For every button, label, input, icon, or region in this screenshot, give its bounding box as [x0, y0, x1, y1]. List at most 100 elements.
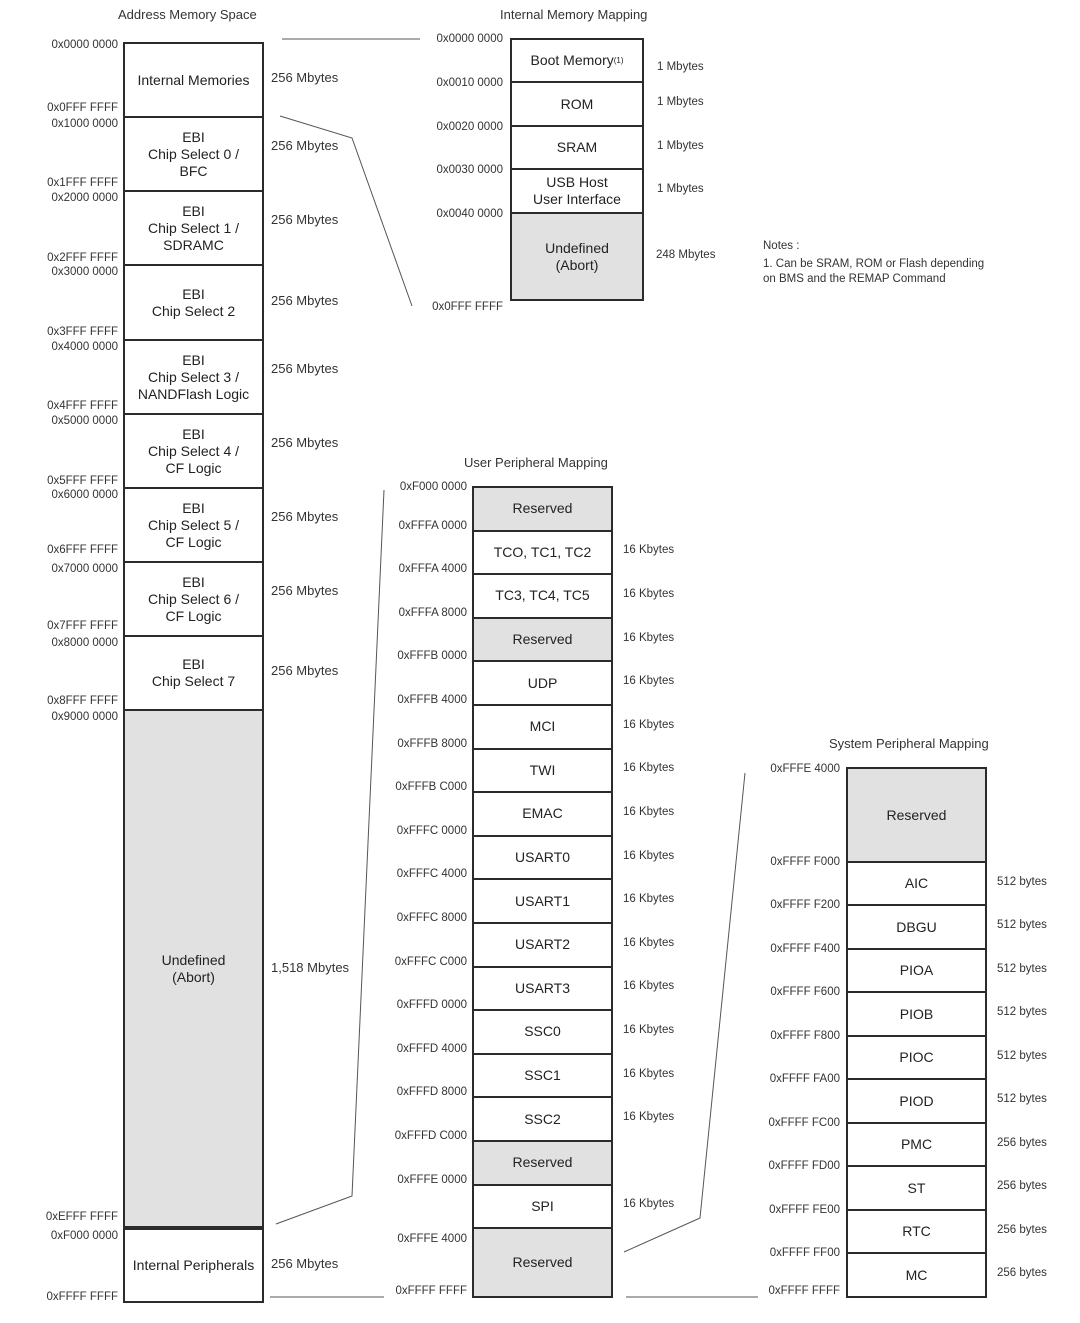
user-peripheral-block: Reserved: [472, 1227, 613, 1298]
address-end-label: 0x5FFF FFFF: [47, 475, 118, 487]
system-peripheral-size: 512 bytes: [997, 875, 1047, 888]
system-peripheral-block: RTC: [846, 1209, 987, 1254]
system-peripheral-start: 0xFFFF F200: [770, 899, 840, 911]
user-peripheral-start: 0xFFFB 4000: [397, 694, 467, 706]
user-peripheral-block: TC3, TC4, TC5: [472, 573, 613, 619]
address-end-label: 0x2FFF FFFF: [47, 252, 118, 264]
user-peripheral-start: 0xFFFD 8000: [396, 1086, 467, 1099]
address-start-label: 0x7000 0000: [51, 563, 118, 575]
address-block: Internal Memories: [123, 42, 264, 118]
address-space-title: Address Memory Space: [118, 7, 257, 22]
address-end-label: 0x1FFF FFFF: [47, 177, 118, 189]
system-peripheral-start: 0xFFFF FE00: [769, 1204, 840, 1216]
system-peripheral-block: MC: [846, 1252, 987, 1298]
user-peripheral-start: 0xFFFB C000: [395, 781, 467, 794]
system-peripheral-size: 512 bytes: [997, 1093, 1047, 1105]
user-peripheral-block: TCO, TC1, TC2: [472, 529, 613, 576]
system-peripheral-size: 256 bytes: [997, 1136, 1047, 1149]
user-peripheral-block: UDP: [472, 660, 613, 706]
note-1: 1. Can be SRAM, ROM or Flash depending o…: [763, 258, 985, 285]
address-start-label: 0xF000 0000: [50, 1230, 118, 1242]
system-peripheral-start: 0xFFFF FC00: [768, 1117, 840, 1129]
address-start-label: 0x9000 0000: [51, 711, 118, 723]
system-peripheral-block: PIOD: [846, 1078, 987, 1124]
user-peripheral-size: 16 Kbytes: [623, 631, 675, 644]
system-peripheral-block: PMC: [846, 1122, 987, 1167]
address-end-label: 0x4FFF FFFF: [47, 400, 118, 412]
address-block: Undefined (Abort): [123, 709, 264, 1230]
system-peripheral-block: Reserved: [846, 767, 987, 863]
user-peripheral-start: 0xFFFD 0000: [396, 999, 467, 1012]
address-block-size: 256 Mbytes: [271, 138, 339, 153]
address-end-label: 0x3FFF FFFF: [47, 326, 118, 338]
address-start-label: 0x3000 0000: [51, 266, 118, 278]
address-block-size: 256 Mbytes: [271, 663, 339, 678]
user-peripheral-start: 0xFFFB 0000: [397, 650, 467, 663]
user-peripheral-block: SSC1: [472, 1052, 613, 1099]
address-block: EBI Chip Select 0 / BFC: [123, 116, 264, 192]
user-peripheral-start: 0xFFFC 8000: [396, 912, 467, 924]
user-peripheral-block: Reserved: [472, 616, 613, 663]
address-block: EBI Chip Select 4 / CF Logic: [123, 413, 264, 489]
user-peripheral-start: 0xFFFA 0000: [398, 519, 467, 532]
address-block: EBI Chip Select 1 / SDRAMC: [123, 190, 264, 266]
system-peripheral-size: 256 bytes: [997, 1180, 1047, 1192]
internal-memory-end: 0x0FFF FFFF: [432, 301, 503, 313]
system-peripheral-start: 0xFFFF FF00: [769, 1247, 840, 1259]
internal-memory-block: Boot Memory(1): [510, 38, 644, 83]
system-peripheral-start: 0xFFFF FD00: [768, 1160, 840, 1172]
user-peripheral-end: 0xFFFF FFFF: [395, 1285, 467, 1297]
address-end-label: 0x8FFF FFFF: [47, 695, 118, 707]
system-peripheral-block: ST: [846, 1165, 987, 1211]
user-peripheral-size: 16 Kbytes: [623, 1198, 675, 1211]
user-peripheral-size: 16 Kbytes: [623, 893, 675, 906]
user-peripheral-size: 16 Kbytes: [623, 849, 675, 862]
address-start-label: 0x8000 0000: [51, 637, 118, 649]
user-peripheral-block: Reserved: [472, 486, 613, 532]
user-peripheral-size: 16 Kbytes: [623, 806, 675, 818]
system-peripheral-size: 256 bytes: [997, 1223, 1047, 1236]
address-block: EBI Chip Select 2: [123, 264, 264, 341]
address-block-size: 256 Mbytes: [271, 583, 339, 598]
internal-memory-block: USB Host User Interface: [510, 168, 644, 214]
system-peripheral-start: 0xFFFF FA00: [769, 1073, 840, 1085]
address-end-label: 0x7FFF FFFF: [47, 620, 118, 632]
system-peripheral-start: 0xFFFF F600: [770, 986, 840, 998]
address-block-size: 256 Mbytes: [271, 1255, 339, 1271]
user-peripheral-start: 0xFFFC 4000: [396, 868, 467, 881]
internal-memory-title: Internal Memory Mapping: [500, 7, 648, 22]
address-space-end: 0xFFFF FFFF: [46, 1291, 118, 1303]
system-peripheral-size: 512 bytes: [997, 919, 1047, 931]
address-block-size: 256 Mbytes: [271, 212, 339, 227]
user-peripheral-size: 16 Kbytes: [623, 980, 675, 993]
system-peripheral-start: 0xFFFF F000: [770, 856, 840, 868]
address-start-label: 0x1000 0000: [51, 118, 118, 130]
address-block-size: 256 Mbytes: [271, 361, 339, 376]
system-peripheral-end: 0xFFFF FFFF: [768, 1285, 840, 1297]
user-peripheral-start: 0xFFFE 0000: [397, 1173, 467, 1186]
address-block: EBI Chip Select 3 / NANDFlash Logic: [123, 339, 264, 415]
address-end-label: 0x0FFF FFFF: [47, 102, 118, 114]
user-peripheral-start: 0xFFFA 4000: [398, 563, 467, 576]
address-start-label: 0x2000 0000: [51, 192, 118, 204]
system-peripheral-block: PIOC: [846, 1035, 987, 1080]
user-peripheral-title: User Peripheral Mapping: [464, 455, 608, 470]
system-peripheral-size: 512 bytes: [997, 1006, 1047, 1018]
internal-memory-size: 1 Mbytes: [657, 183, 704, 195]
user-peripheral-block: USART0: [472, 834, 613, 881]
system-peripheral-block: AIC: [846, 861, 987, 906]
user-peripheral-block: USART1: [472, 878, 613, 924]
internal-memory-size: 1 Mbytes: [657, 96, 704, 108]
user-peripheral-size: 16 Kbytes: [623, 1111, 675, 1124]
system-peripheral-size: 512 bytes: [997, 1049, 1047, 1062]
address-end-label: 0x6FFF FFFF: [47, 544, 118, 556]
user-peripheral-block: TWI: [472, 747, 613, 794]
user-peripheral-start: 0xFFFC C000: [394, 955, 467, 968]
internal-memory-size: 248 Mbytes: [656, 248, 716, 261]
address-block-size: 256 Mbytes: [271, 292, 339, 308]
internal-memory-block: ROM: [510, 81, 644, 127]
internal-memory-size: 1 Mbytes: [657, 139, 704, 152]
user-peripheral-block: USART2: [472, 922, 613, 968]
